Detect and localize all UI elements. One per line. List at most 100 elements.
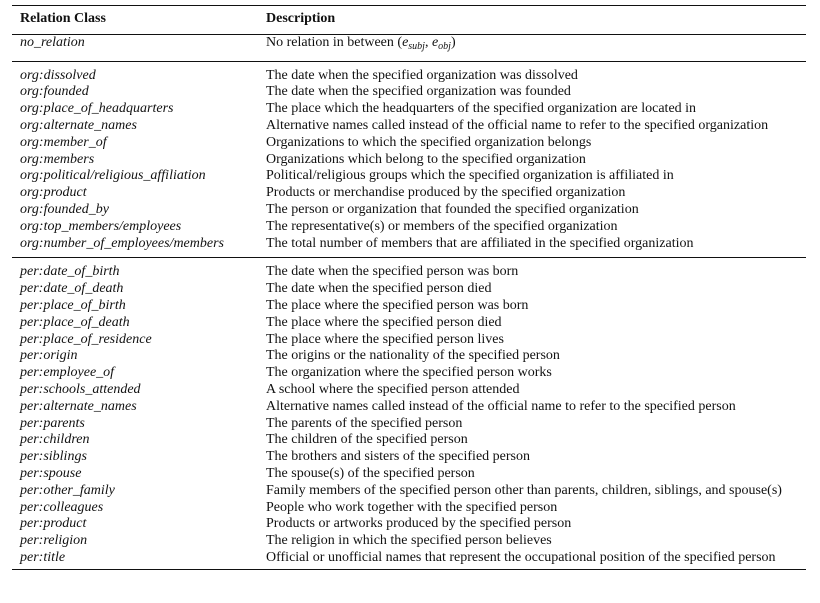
relation-name: per:siblings <box>20 449 87 465</box>
table-row: per:religion The religion in which the sp… <box>12 533 806 550</box>
table-row: no_relation No relation in between (esub… <box>12 34 806 62</box>
relation-description: Alternative names called instead of the … <box>266 117 769 133</box>
relation-name: per:place_of_residence <box>20 331 152 347</box>
entity-symbol: e <box>431 34 439 50</box>
relation-name: org:dissolved <box>20 67 96 83</box>
relation-description: Political/religious groups which the spe… <box>266 168 674 184</box>
relation-description: Official or unofficial names that repres… <box>258 549 806 570</box>
relation-name: per:origin <box>20 348 78 364</box>
relation-description: Organizations which belong to the specif… <box>266 151 586 167</box>
relation-name: org:founded <box>20 84 89 100</box>
relation-description: Alternative names called instead of the … <box>266 398 736 414</box>
table-row: per:place_of_death The place where the sp… <box>12 315 806 332</box>
table-row: per:children The children of the specifie… <box>12 432 806 449</box>
relation-name: org:product <box>20 185 87 201</box>
relation-description: The date when the specified person was b… <box>266 264 519 280</box>
table-row: per:origin The origins or the nationality… <box>12 348 806 365</box>
relation-name: per:product <box>20 516 87 532</box>
relation-name: per:colleagues <box>20 499 104 515</box>
table-row: per:siblings The brothers and sisters of … <box>12 449 806 466</box>
relation-description: The children of the specified person <box>266 432 468 448</box>
table-row: org:member_of Organizations to which the … <box>12 135 806 152</box>
relation-name: org:members <box>20 151 95 167</box>
relation-name: per:religion <box>20 533 88 549</box>
relation-name: org:place_of_headquarters <box>20 101 174 117</box>
separator: , <box>424 34 432 50</box>
relation-name: org:number_of_employees/members <box>12 235 258 259</box>
table-row: per:alternate_names Alternative names cal… <box>12 399 806 416</box>
relation-description: Family members of the specified person o… <box>266 482 782 498</box>
relation-description: The person or organization that founded … <box>266 201 639 217</box>
relation-name: per:date_of_birth <box>20 264 120 280</box>
relation-description: The date when the specified organization… <box>266 84 571 100</box>
table-row: org:place_of_headquarters The place which… <box>12 101 806 118</box>
entity-symbol: e <box>402 34 409 50</box>
relation-name: per:schools_attended <box>20 381 141 397</box>
relation-description: The total number of members that are aff… <box>258 235 806 259</box>
relation-name: org:member_of <box>20 134 107 150</box>
table-row: org:dissolved The date when the specified… <box>12 61 806 84</box>
relation-description: The date when the specified person died <box>266 281 492 297</box>
header-description: Description <box>258 5 806 35</box>
relation-name: per:other_family <box>20 482 115 498</box>
relation-description: Products or merchandise produced by the … <box>266 185 626 201</box>
relation-name: org:top_members/employees <box>20 218 182 234</box>
relation-name: per:parents <box>20 415 85 431</box>
table-row: org:alternate_names Alternative names cal… <box>12 118 806 135</box>
relation-description: A school where the specified person atte… <box>266 381 520 397</box>
relation-name: per:spouse <box>20 465 82 481</box>
table-row: per:place_of_birth The place where the sp… <box>12 298 806 315</box>
relation-name: per:title <box>12 549 258 570</box>
relation-description: The place where the specified person die… <box>266 314 502 330</box>
table-row: per:employee_of The organization where th… <box>12 365 806 382</box>
obj-subscript: obj <box>438 40 451 52</box>
relation-description: The place which the headquarters of the … <box>266 101 697 117</box>
subj-subscript: subj <box>408 40 425 52</box>
table-row: per:parents The parents of the specified … <box>12 416 806 433</box>
table-row: per:date_of_birth The date when the speci… <box>12 258 806 281</box>
table-row: per:other_family Family members of the sp… <box>12 483 806 500</box>
relation-name: org:alternate_names <box>20 117 137 133</box>
relation-description: The place where the specified person liv… <box>266 331 504 347</box>
relation-description: Organizations to which the specified org… <box>266 134 592 150</box>
header-row: Relation Class Description <box>12 5 806 35</box>
relation-description: The spouse(s) of the specified person <box>266 465 475 481</box>
header-relation-class: Relation Class <box>12 5 258 35</box>
relation-description: The brothers and sisters of the specifie… <box>266 449 530 465</box>
relation-description: The religion in which the specified pers… <box>266 533 552 549</box>
table-header: Relation Class Description <box>12 5 806 35</box>
relation-name: per:employee_of <box>20 365 115 381</box>
table-row: org:members Organizations which belong to… <box>12 152 806 169</box>
table-row: per:schools_attended A school where the s… <box>12 382 806 399</box>
relation-name: per:place_of_birth <box>20 297 126 313</box>
table-row: per:spouse The spouse(s) of the specified… <box>12 466 806 483</box>
relation-description: Products or artworks produced by the spe… <box>266 516 572 532</box>
relation-description: The organization where the specified per… <box>266 365 552 381</box>
table-row: org:product Products or merchandise produ… <box>12 185 806 202</box>
relation-description: The origins or the nationality of the sp… <box>266 348 560 364</box>
table-row: org:top_members/employees The representat… <box>12 219 806 236</box>
relation-description: People who work together with the specif… <box>266 499 558 515</box>
relation-description: The date when the specified organization… <box>266 67 578 83</box>
description-prefix: No relation in between ( <box>266 34 403 50</box>
table-row: org:founded The date when the specified o… <box>12 84 806 101</box>
relation-description: The place where the specified person was… <box>266 297 529 313</box>
relation-name: no_relation <box>12 34 258 62</box>
relation-class-table: Relation Class Description no_relation N… <box>12 5 806 570</box>
relation-name: per:alternate_names <box>20 398 137 414</box>
no-relation-section: no_relation No relation in between (esub… <box>12 34 806 62</box>
relation-description: No relation in between (esubj, eobj) <box>258 34 806 62</box>
table-row: per:place_of_residence The place where th… <box>12 332 806 349</box>
relation-description: The parents of the specified person <box>266 415 463 431</box>
relation-description: The representative(s) or members of the … <box>266 218 618 234</box>
relation-name: per:place_of_death <box>20 314 130 330</box>
relation-name: per:children <box>20 432 90 448</box>
description-suffix: ) <box>450 34 456 50</box>
